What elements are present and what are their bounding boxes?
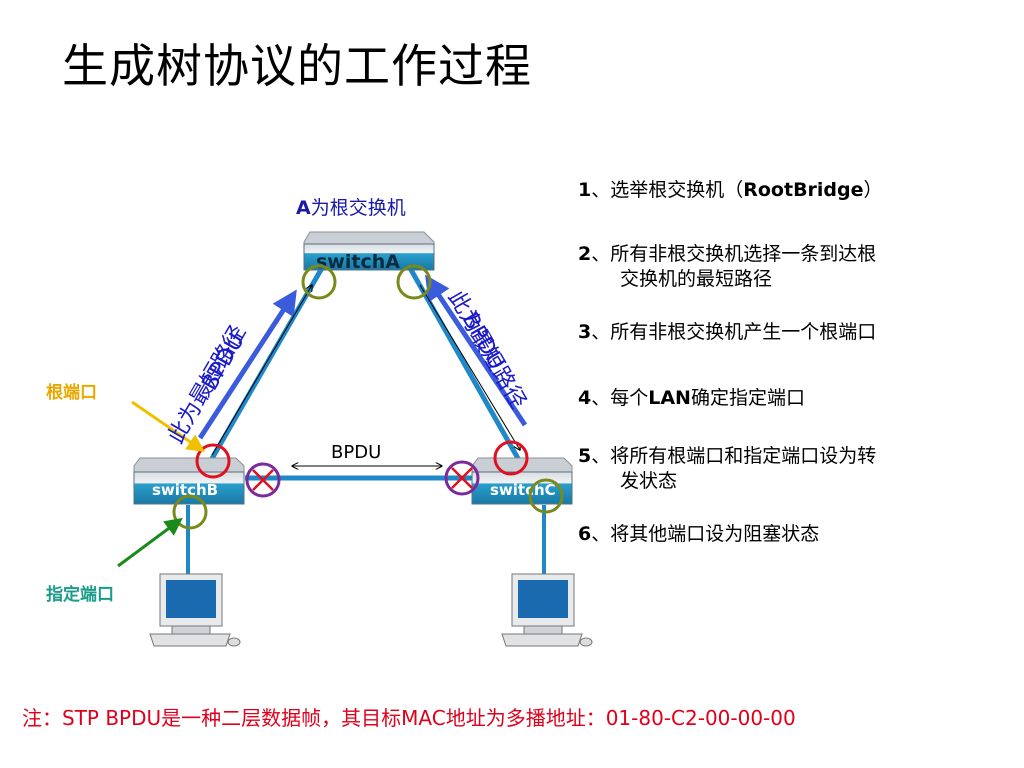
step-4: 4、每个LAN确定指定端口 (578, 387, 805, 409)
step-2: 2、所有非根交换机选择一条到达根交换机的最短路径 (578, 243, 877, 290)
designated-port-callout-arrow (117, 517, 183, 568)
bpdu-middle-label: BPDU (331, 442, 382, 463)
switch-b-label: switchB (152, 481, 218, 499)
switch-a-label: switchA (316, 251, 400, 273)
step-3: 3、所有非根交换机产生一个根端口 (578, 321, 877, 343)
switch-b-blocked-port (245, 462, 281, 498)
page-title: 生成树协议的工作过程 (62, 39, 532, 93)
left-bpdu-arrow (197, 289, 297, 440)
root-port-callout-arrow (131, 400, 205, 453)
designated-port-label: 指定端口 (46, 585, 114, 605)
switch-a-port-left (301, 264, 337, 300)
step-5: 5、将所有根端口和指定端口设为转发状态 (578, 445, 877, 492)
switch-b-root-port (195, 443, 231, 479)
root-bridge-note: A为根交换机 (296, 197, 406, 219)
switch-c-blocked-port (444, 460, 480, 496)
step-1: 1、选举根交换机（RootBridge） (578, 179, 883, 201)
root-port-label: 根端口 (46, 383, 97, 403)
right-thin-arrow (419, 284, 520, 450)
switch-c[interactable]: switchC (471, 457, 573, 505)
switch-b[interactable]: switchB (133, 457, 245, 505)
switch-a[interactable]: switchA (303, 231, 435, 273)
switch-c-designated-port (528, 478, 564, 514)
footer-note: 注：STP BPDU是一种二层数据帧，其目标MAC地址为多播地址：01-80-C… (22, 706, 796, 730)
switch-a-port-right (396, 264, 432, 300)
left-thin-arrow (211, 285, 312, 456)
pc-left[interactable] (149, 573, 241, 647)
switch-b-designated-port (172, 494, 208, 530)
pc-right[interactable] (501, 573, 593, 647)
switch-c-label: switchC (490, 481, 556, 499)
right-bpdu-arrow (425, 274, 528, 427)
switch-c-root-port (493, 440, 529, 476)
step-6: 6、将其他端口设为阻塞状态 (578, 523, 820, 545)
